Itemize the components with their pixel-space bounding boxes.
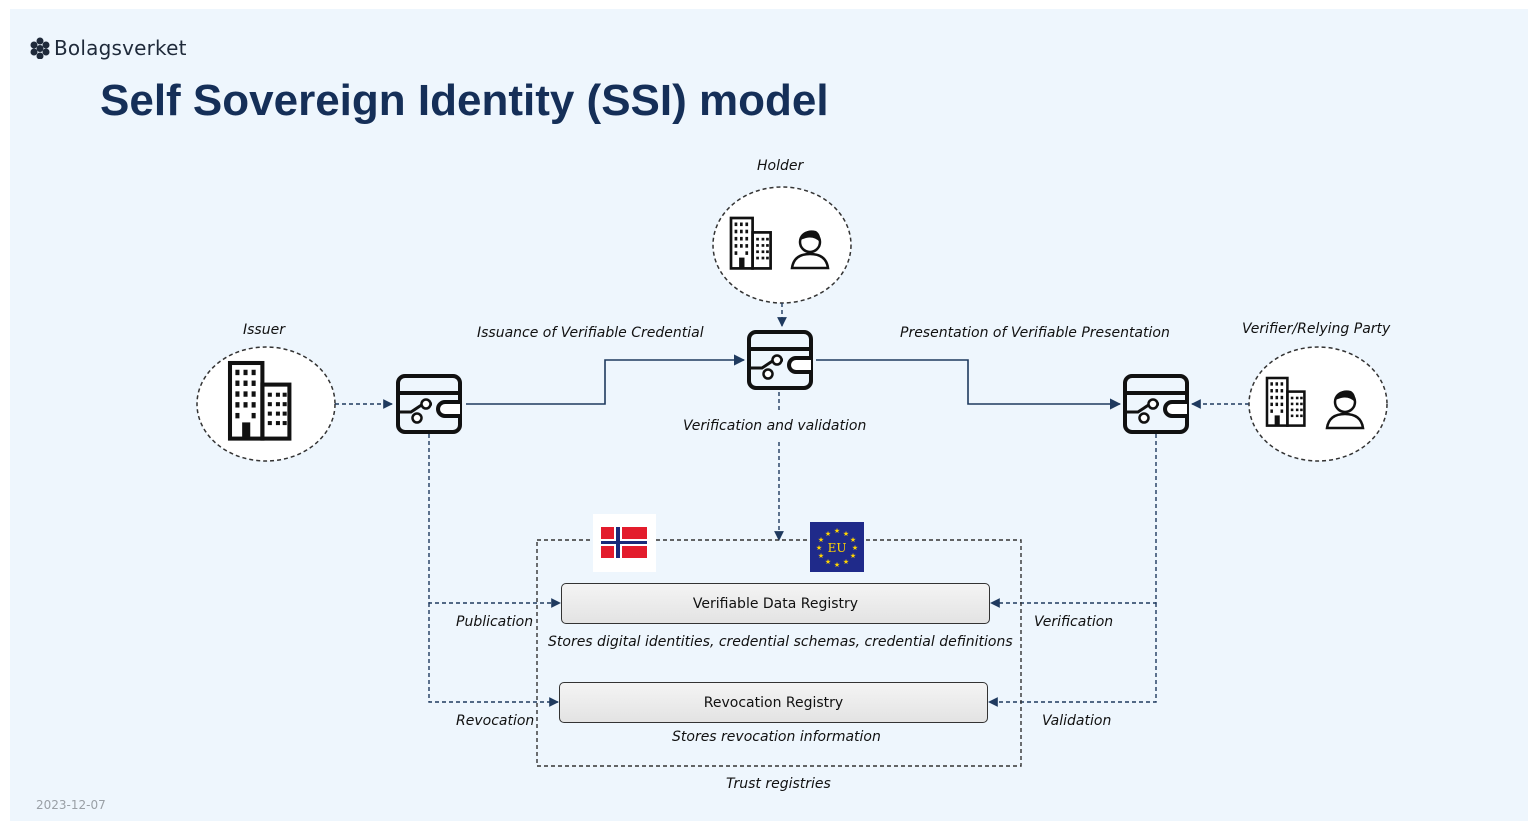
holder-label: Holder: [757, 158, 804, 174]
verification-label: Verification: [1034, 614, 1114, 630]
revocation-registry-label: Revocation Registry: [703, 694, 844, 711]
brand-logo: Bolagsverket: [30, 36, 187, 60]
issuer-label: Issuer: [243, 322, 285, 338]
svg-text:★: ★: [834, 561, 840, 569]
eu-flag-text: EU: [828, 541, 847, 555]
revocation-registry-description: Stores revocation information: [672, 729, 881, 745]
svg-text:★: ★: [834, 527, 840, 535]
data-registry-description: Stores digital identities, credential sc…: [548, 634, 1013, 650]
svg-text:★: ★: [850, 552, 856, 560]
verifiable-data-registry-label: Verifiable Data Registry: [692, 595, 859, 612]
svg-text:★: ★: [818, 536, 824, 544]
validation-label: Validation: [1042, 713, 1112, 729]
presentation-label: Presentation of Verifiable Presentation: [900, 325, 1170, 341]
verifier-circle: [1248, 346, 1388, 462]
svg-text:★: ★: [843, 530, 849, 538]
svg-text:★: ★: [850, 536, 856, 544]
verification-arrow: [990, 434, 1157, 608]
page-title: Self Sovereign Identity (SSI) model: [100, 76, 829, 125]
bolagsverket-logo-icon: [30, 37, 50, 59]
slide-date: 2023-12-07: [36, 798, 106, 812]
svg-text:★: ★: [818, 552, 824, 560]
svg-text:★: ★: [843, 558, 849, 566]
brand-name: Bolagsverket: [54, 36, 187, 60]
validation-arrow: [988, 603, 1157, 707]
publication-arrow: [428, 434, 561, 608]
trust-registries-frame: [536, 539, 1022, 767]
issuer-wallet-icon: [396, 374, 462, 434]
trust-registries-label: Trust registries: [726, 776, 831, 792]
revocation-registry-box: Revocation Registry: [559, 682, 988, 723]
verifiable-data-registry-box: Verifiable Data Registry: [561, 583, 990, 624]
eu-flag-icon: ★ ★ ★ ★ ★ ★ ★ ★ ★ ★ ★ ★ EU: [810, 522, 864, 572]
presentation-arrow: [816, 359, 1122, 410]
svg-text:★: ★: [825, 558, 831, 566]
holder-circle: [712, 186, 852, 304]
revocation-arrow: [428, 603, 559, 707]
verification-validation-label: Verification and validation: [683, 418, 867, 434]
holder-wallet-icon: [747, 330, 813, 390]
svg-text:★: ★: [816, 544, 822, 552]
issuer-circle: [196, 346, 336, 462]
svg-text:★: ★: [852, 544, 858, 552]
svg-text:★: ★: [825, 530, 831, 538]
issuance-label: Issuance of Verifiable Credential: [477, 325, 704, 341]
verifier-label: Verifier/Relying Party: [1242, 321, 1391, 337]
verifier-wallet-icon: [1123, 374, 1189, 434]
issuance-arrow: [466, 354, 746, 405]
publication-label: Publication: [456, 614, 534, 630]
revocation-label: Revocation: [456, 713, 535, 729]
norway-flag-icon: [593, 514, 656, 572]
